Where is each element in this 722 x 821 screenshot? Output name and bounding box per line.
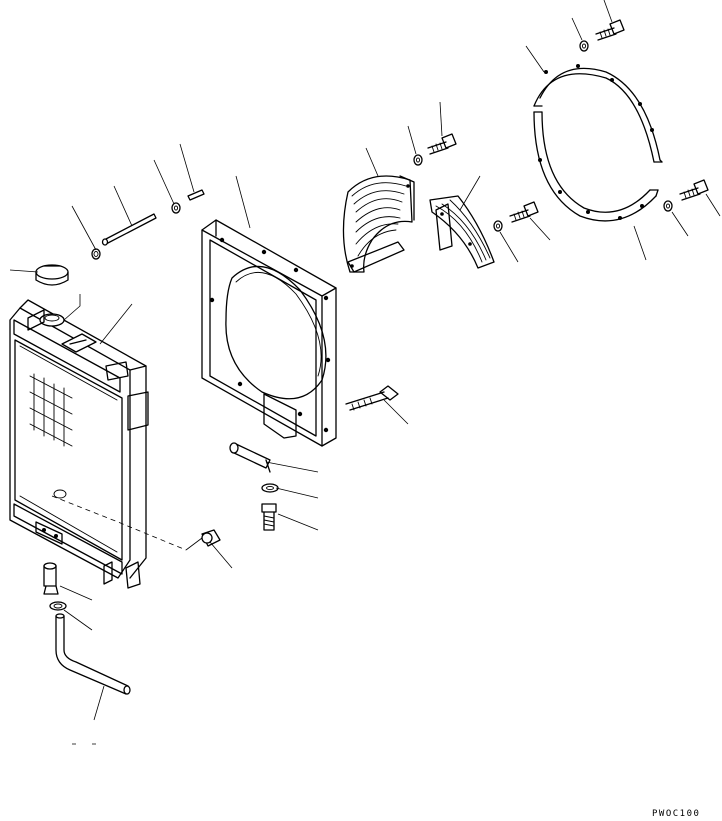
mount-pin	[229, 442, 271, 473]
leader-lines	[9, 0, 721, 745]
drain-hose	[55, 613, 131, 695]
drawing-code: PWOC100	[652, 809, 701, 819]
radiator	[9, 299, 187, 589]
rod-nut	[91, 248, 101, 260]
guard-washer-upper	[413, 154, 423, 166]
ring-plate	[533, 64, 663, 222]
fan-guard-upper	[342, 175, 415, 273]
ring-bolt-upper	[595, 19, 625, 41]
mount-washer	[261, 483, 279, 493]
fan-guard-lower	[429, 195, 495, 269]
guard-washer-lower	[493, 220, 503, 232]
stay-rod	[101, 213, 157, 246]
guard-bolt-upper	[427, 133, 457, 155]
drain-washer	[49, 601, 67, 611]
radiator-cap	[35, 264, 69, 286]
ring-washer-lower	[663, 200, 673, 212]
clip-pin	[187, 189, 205, 201]
shroud-bolt	[345, 385, 399, 411]
drain-cock	[43, 562, 59, 595]
ring-bolt-lower	[679, 179, 709, 201]
rod-washer	[171, 202, 181, 214]
ring-washer-upper	[579, 40, 589, 52]
fan-shroud	[201, 219, 337, 447]
guard-bolt-lower	[509, 201, 539, 223]
mount-bolt	[261, 503, 277, 531]
